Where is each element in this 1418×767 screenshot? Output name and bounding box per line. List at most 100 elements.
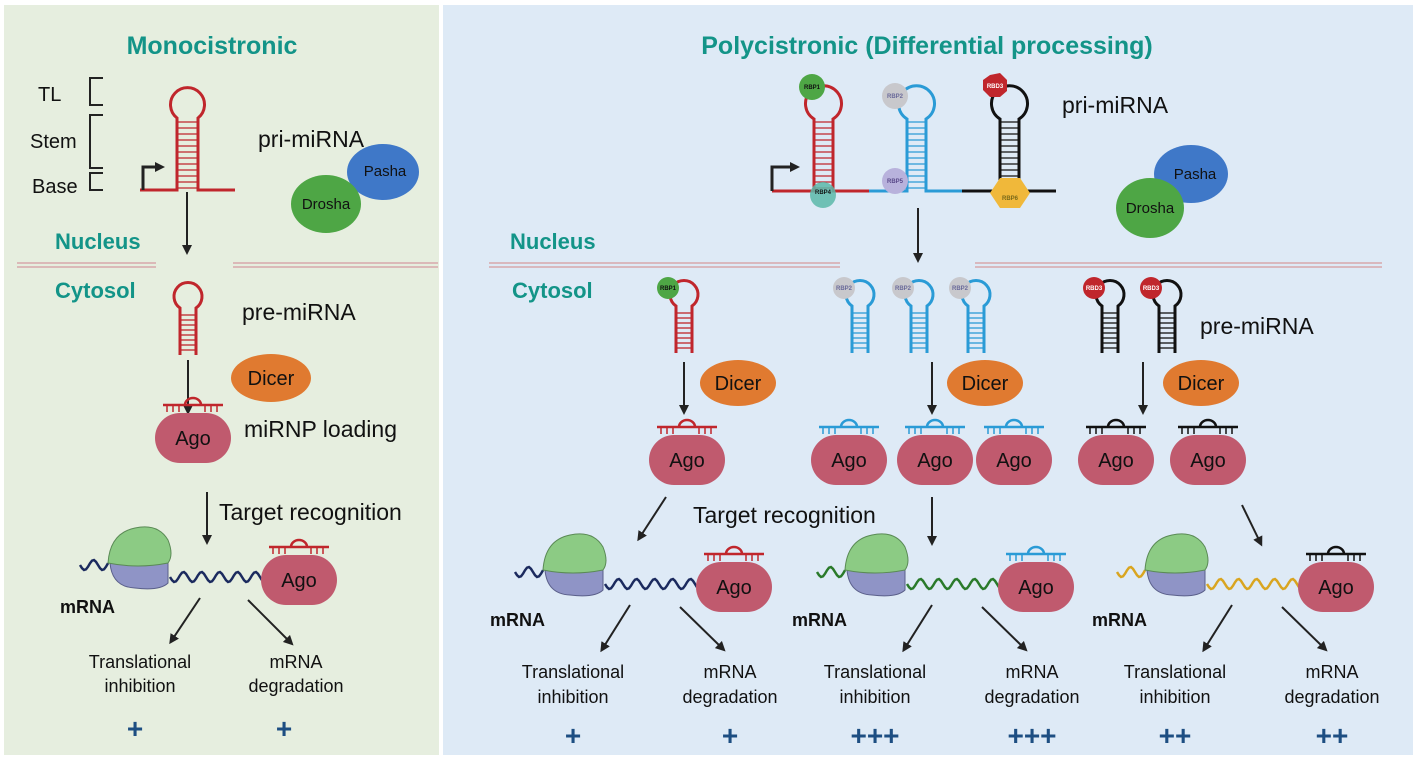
effect-level: +++ bbox=[850, 720, 899, 751]
ago-complex: Ago bbox=[897, 418, 973, 485]
dicer-protein bbox=[1163, 360, 1239, 406]
mono-target-label: Target recognition bbox=[219, 499, 402, 525]
outcome-mrna: mRNA bbox=[1306, 662, 1359, 682]
dicer-label: Dicer bbox=[715, 373, 762, 395]
arrow-icon bbox=[247, 599, 294, 646]
ago-complex: Ago bbox=[1170, 418, 1246, 485]
ago-protein bbox=[811, 435, 887, 485]
arrow-icon bbox=[902, 604, 933, 653]
structure-brackets bbox=[89, 77, 103, 191]
rbp-label: RBP2 bbox=[952, 286, 969, 292]
rbp-protein bbox=[1083, 277, 1105, 299]
dicer-protein bbox=[947, 360, 1023, 406]
effect-level: ++ bbox=[1159, 720, 1192, 751]
ago-complex: Ago bbox=[998, 545, 1074, 612]
mrna-ribosome-complex: Ago bbox=[513, 533, 772, 612]
rbp-label: RBP1 bbox=[660, 286, 677, 292]
mrna-strand bbox=[603, 577, 699, 591]
ribosome-large-subunit bbox=[107, 526, 172, 567]
mono-title: Monocistronic bbox=[127, 32, 298, 60]
mrna-strand bbox=[815, 565, 847, 579]
arrow-icon bbox=[1202, 604, 1233, 653]
outcome-degradation: degradation bbox=[1284, 687, 1379, 707]
outcome-inhibition: inhibition bbox=[537, 687, 608, 707]
rbp2-protein bbox=[882, 83, 908, 109]
mono-pre-label: pre-miRNA bbox=[242, 299, 356, 325]
mrna-strand bbox=[513, 565, 545, 579]
ago-label: Ago bbox=[917, 450, 953, 472]
ago-label: Ago bbox=[1190, 450, 1226, 472]
outcome-inhibition: inhibition bbox=[104, 676, 175, 696]
poly-cytosol-label: Cytosol bbox=[512, 278, 593, 303]
arrow-icon bbox=[679, 606, 726, 652]
pre-mirna: RBP2 bbox=[892, 277, 935, 353]
poly-nucleus-label: Nucleus bbox=[510, 229, 596, 254]
pasha-protein bbox=[347, 144, 419, 200]
mono-nucleus-label: Nucleus bbox=[55, 229, 141, 254]
ago-label: Ago bbox=[1318, 577, 1354, 599]
dicer-label: Dicer bbox=[248, 368, 295, 390]
ribosome-large-subunit bbox=[844, 533, 909, 574]
mono-hairpin-rungs bbox=[177, 121, 198, 189]
arrow-icon bbox=[637, 496, 667, 542]
outcome-degradation: degradation bbox=[984, 687, 1079, 707]
mrna-strand bbox=[78, 558, 110, 572]
arrow-icon bbox=[600, 604, 631, 653]
ago-label: Ago bbox=[716, 577, 752, 599]
ago-protein bbox=[1298, 562, 1374, 612]
mono-pre-mirna bbox=[172, 281, 204, 355]
mrna-ribosome-complex: Ago bbox=[78, 526, 337, 605]
ago-complex: Ago bbox=[1298, 545, 1374, 612]
outcome-mrna: mRNA bbox=[1006, 662, 1059, 682]
rbp4-protein bbox=[810, 182, 836, 208]
rbp-protein bbox=[949, 277, 971, 299]
ago-complex: Ago bbox=[261, 538, 337, 605]
rbp4-label: RBP4 bbox=[815, 190, 832, 196]
mono-cytosol-label: Cytosol bbox=[55, 278, 136, 303]
poly-panel-bg bbox=[443, 5, 1413, 755]
ago-label: Ago bbox=[669, 450, 705, 472]
outcome-mrna: mRNA bbox=[704, 662, 757, 682]
dicer-label: Dicer bbox=[1178, 373, 1225, 395]
ago-protein bbox=[1170, 435, 1246, 485]
outcome-inhibition: inhibition bbox=[839, 687, 910, 707]
ago-protein bbox=[1078, 435, 1154, 485]
mrna-ribosome-complex: Ago bbox=[78, 526, 337, 605]
promoter-arrow-icon bbox=[770, 162, 800, 191]
dicer-protein bbox=[700, 360, 776, 406]
ago-protein bbox=[976, 435, 1052, 485]
pre-mirna: RBP2 bbox=[949, 277, 992, 353]
ribosome-small-subunit bbox=[846, 566, 906, 597]
outcome-degradation: degradation bbox=[682, 687, 777, 707]
rbp5-protein bbox=[882, 168, 908, 194]
poly-target-label: Target recognition bbox=[693, 502, 876, 528]
arrow-icon bbox=[1241, 504, 1263, 547]
poly-outcomes: TranslationalinhibitionmRNAdegradation++… bbox=[522, 604, 1380, 751]
ago-label: Ago bbox=[1018, 577, 1054, 599]
label-stem: Stem bbox=[30, 131, 77, 153]
drosha-protein bbox=[291, 175, 361, 233]
rbp1-protein bbox=[799, 74, 825, 100]
pasha-label: Pasha bbox=[364, 163, 407, 180]
ago-complex: Ago bbox=[1078, 418, 1154, 485]
ribosome-large-subunit bbox=[542, 533, 607, 574]
ago-protein bbox=[998, 562, 1074, 612]
ago-label: Ago bbox=[831, 450, 867, 472]
arrow-icon bbox=[169, 597, 201, 645]
rbp-protein bbox=[833, 277, 855, 299]
pre-mirna: RBD3 bbox=[1140, 277, 1183, 353]
effect-level: + bbox=[276, 713, 292, 744]
rbp-protein bbox=[657, 277, 679, 299]
ago-protein bbox=[649, 435, 725, 485]
mrna-label: mRNA bbox=[1092, 610, 1147, 630]
rbp-protein bbox=[1140, 277, 1162, 299]
drosha-label: Drosha bbox=[302, 196, 351, 213]
rbp5-label: RBP5 bbox=[887, 179, 904, 185]
effect-level: + bbox=[722, 720, 738, 751]
ago-label: Ago bbox=[175, 428, 211, 450]
arrow-icon bbox=[1281, 606, 1328, 652]
